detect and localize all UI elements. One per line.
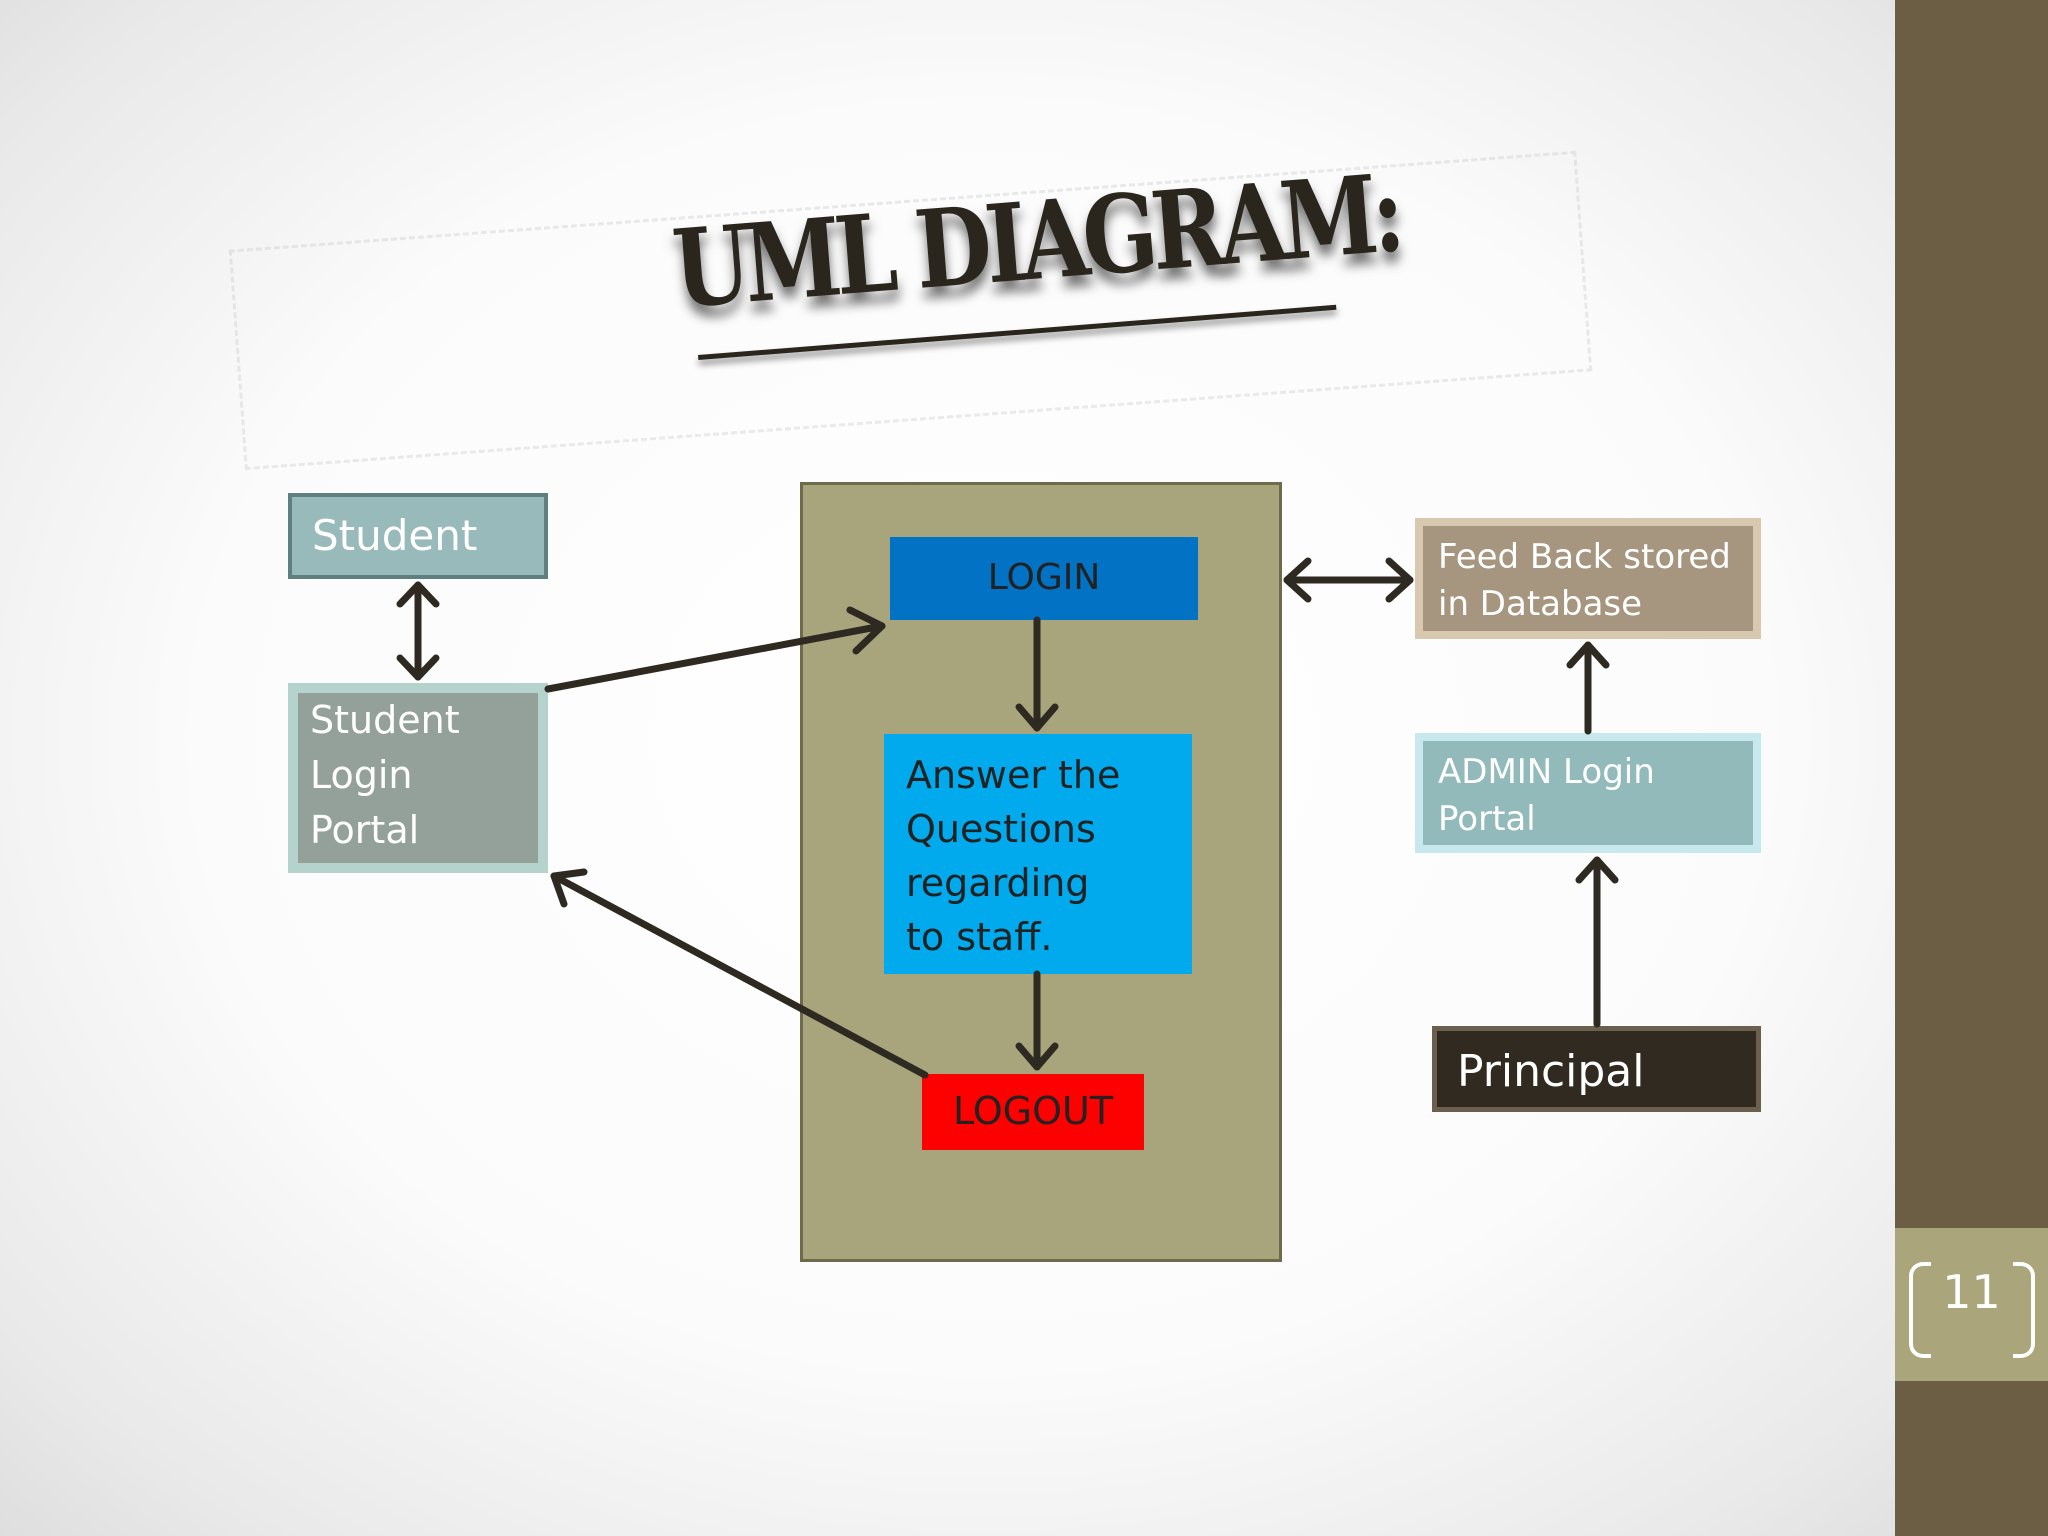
answer-questions-label: Answer the Questions regarding to staff. (906, 753, 1121, 959)
arrow-admin-to-feedback (1566, 641, 1610, 735)
admin-login-portal-node: ADMIN Login Portal (1415, 733, 1761, 853)
logout-node: LOGOUT (922, 1074, 1144, 1150)
student-label: Student (312, 511, 478, 560)
page-number: 11 (1942, 1265, 2001, 1319)
answer-questions-node: Answer the Questions regarding to staff. (884, 734, 1192, 974)
arrow-login-to-answer (1015, 616, 1059, 732)
arrow-answer-to-logout (1015, 970, 1059, 1071)
feedback-database-node: Feed Back stored in Database (1415, 518, 1761, 639)
arrow-logout-to-student-portal (550, 868, 929, 1079)
diagram-arrows (396, 557, 1619, 1079)
student-login-portal-label: Student Login Portal (310, 698, 460, 852)
left-bracket-icon (1909, 1262, 1931, 1358)
login-label: LOGIN (987, 557, 1101, 598)
right-sidebar: 11 (1895, 0, 2048, 1536)
slide-canvas: UML DIAGRAM: Student Student Login Porta… (228, 149, 1761, 1262)
right-bracket-icon (2013, 1262, 2035, 1358)
logout-label: LOGOUT (952, 1089, 1114, 1133)
arrow-principal-to-admin (1575, 856, 1619, 1028)
student-node: Student (288, 493, 548, 579)
login-node: LOGIN (890, 537, 1198, 620)
arrow-student-portal-to-login (544, 606, 886, 693)
admin-login-portal-label: ADMIN Login Portal (1438, 752, 1655, 839)
arrow-container-to-feedback (1283, 557, 1414, 603)
principal-label: Principal (1457, 1046, 1645, 1097)
feedback-database-label: Feed Back stored in Database (1438, 537, 1731, 624)
student-login-portal-node: Student Login Portal (288, 683, 548, 873)
arrow-student-to-student-portal (396, 581, 440, 681)
principal-node: Principal (1432, 1026, 1761, 1112)
